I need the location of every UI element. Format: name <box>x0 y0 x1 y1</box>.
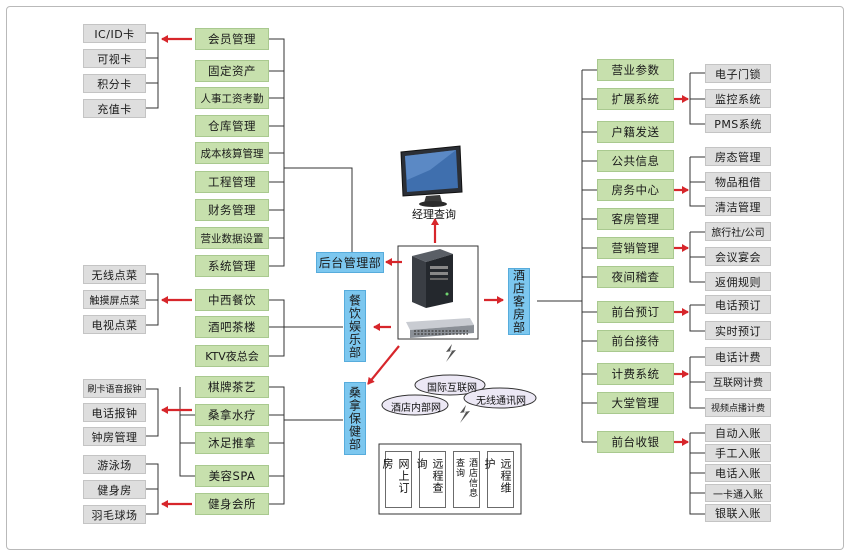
sauna-module-1: 桑拿水疗 <box>195 404 269 426</box>
fitness-item-1: 健身房 <box>83 480 146 499</box>
sauna-service-1: 电话报钟 <box>83 403 146 422</box>
marketing-item-2: 返佣规则 <box>705 272 771 291</box>
guest-module-7: 夜间稽查 <box>597 266 674 288</box>
guest-module-3: 公共信息 <box>597 150 674 172</box>
fitness-item-2: 羽毛球场 <box>83 505 146 524</box>
dining-module-0: 中西餐饮 <box>195 289 269 311</box>
member-card-3: 充值卡 <box>83 99 146 118</box>
reservation-item-0: 电话预订 <box>705 295 771 314</box>
guest-module-1: 扩展系统 <box>597 88 674 110</box>
dining-module-1: 酒吧茶楼 <box>195 316 269 338</box>
cashier-item-4: 银联入账 <box>705 504 771 522</box>
billing-item-2: 视频点播计费 <box>705 398 771 417</box>
back-office-module-6: 财务管理 <box>195 199 269 221</box>
dining-order-2: 电视点菜 <box>83 315 146 334</box>
back-office-module-1: 固定资产 <box>195 60 269 82</box>
member-card-0: IC/ID卡 <box>83 24 146 43</box>
back-office-dept: 后台管理部 <box>316 252 384 273</box>
guest-module-8: 前台预订 <box>597 301 674 323</box>
back-office-module-2: 人事工资考勤 <box>195 87 269 109</box>
sauna-service-2: 钟房管理 <box>83 427 146 446</box>
guest-module-0: 营业参数 <box>597 59 674 81</box>
back-office-module-4: 成本核算管理 <box>195 142 269 164</box>
cashier-item-1: 手工入账 <box>705 444 771 462</box>
bottom-service-3: 远程维护 <box>483 451 514 508</box>
back-office-module-3: 仓库管理 <box>195 115 269 137</box>
back-office-module-8: 系统管理 <box>195 255 269 277</box>
guest-module-6: 营销管理 <box>597 237 674 259</box>
cashier-item-2: 电话入账 <box>705 464 771 482</box>
marketing-item-0: 旅行社/公司 <box>705 222 771 241</box>
cashier-item-0: 自动入账 <box>705 424 771 442</box>
housekeeping-item-2: 清洁管理 <box>705 197 771 216</box>
server-tower-icon <box>412 249 453 308</box>
member-card-2: 积分卡 <box>83 74 146 93</box>
guest-module-2: 户籍发送 <box>597 121 674 143</box>
guest-module-11: 大堂管理 <box>597 392 674 414</box>
extension-item-0: 电子门锁 <box>705 64 771 83</box>
guest-module-4: 房务中心 <box>597 179 674 201</box>
cloud-intranet: 酒店内部网 <box>391 403 441 414</box>
cloud-internet: 国际互联网 <box>427 383 477 394</box>
guest-dept: 酒店客房部 <box>508 268 530 335</box>
cashier-item-3: 一卡通入账 <box>705 484 771 502</box>
billing-item-1: 互联网计费 <box>705 372 771 391</box>
guest-module-10: 计费系统 <box>597 363 674 385</box>
dining-order-0: 无线点菜 <box>83 265 146 284</box>
dining-order-1: 触摸屏点菜 <box>83 290 146 309</box>
marketing-item-1: 会议宴会 <box>705 247 771 266</box>
sauna-dept: 桑拿保健部 <box>344 382 366 455</box>
dining-dept: 餐饮娱乐部 <box>344 290 366 362</box>
guest-module-12: 前台收银 <box>597 431 674 453</box>
dining-module-2: KTV夜总会 <box>195 345 269 367</box>
bottom-service-1: 远程查询 <box>415 451 446 508</box>
guest-module-5: 客房管理 <box>597 208 674 230</box>
sauna-module-2: 沐足推拿 <box>195 432 269 454</box>
sauna-module-0: 棋牌茶艺 <box>195 376 269 398</box>
reservation-item-1: 实时预订 <box>705 321 771 340</box>
cloud-wireless: 无线通讯网 <box>476 396 526 407</box>
sauna-module-3: 美容SPA <box>195 465 269 487</box>
fitness-item-0: 游泳场 <box>83 455 146 474</box>
billing-item-0: 电话计费 <box>705 347 771 366</box>
housekeeping-item-1: 物品租借 <box>705 172 771 191</box>
sauna-module-4: 健身会所 <box>195 493 269 515</box>
back-office-module-7: 营业数据设置 <box>195 227 269 249</box>
back-office-module-5: 工程管理 <box>195 171 269 193</box>
member-card-1: 可视卡 <box>83 49 146 68</box>
guest-module-9: 前台接待 <box>597 330 674 352</box>
sauna-service-0: 刷卡语音报钟 <box>83 379 146 398</box>
back-office-module-0: 会员管理 <box>195 28 269 50</box>
network-switch-icon <box>406 318 474 338</box>
bottom-service-0: 网上订房 <box>381 451 412 508</box>
manager-query-label: 经理查询 <box>412 208 456 221</box>
extension-item-2: PMS系统 <box>705 114 771 133</box>
extension-item-1: 监控系统 <box>705 89 771 108</box>
bottom-service-2: 酒店信息查询 <box>453 451 480 508</box>
housekeeping-item-0: 房态管理 <box>705 147 771 166</box>
monitor-icon <box>400 145 463 207</box>
